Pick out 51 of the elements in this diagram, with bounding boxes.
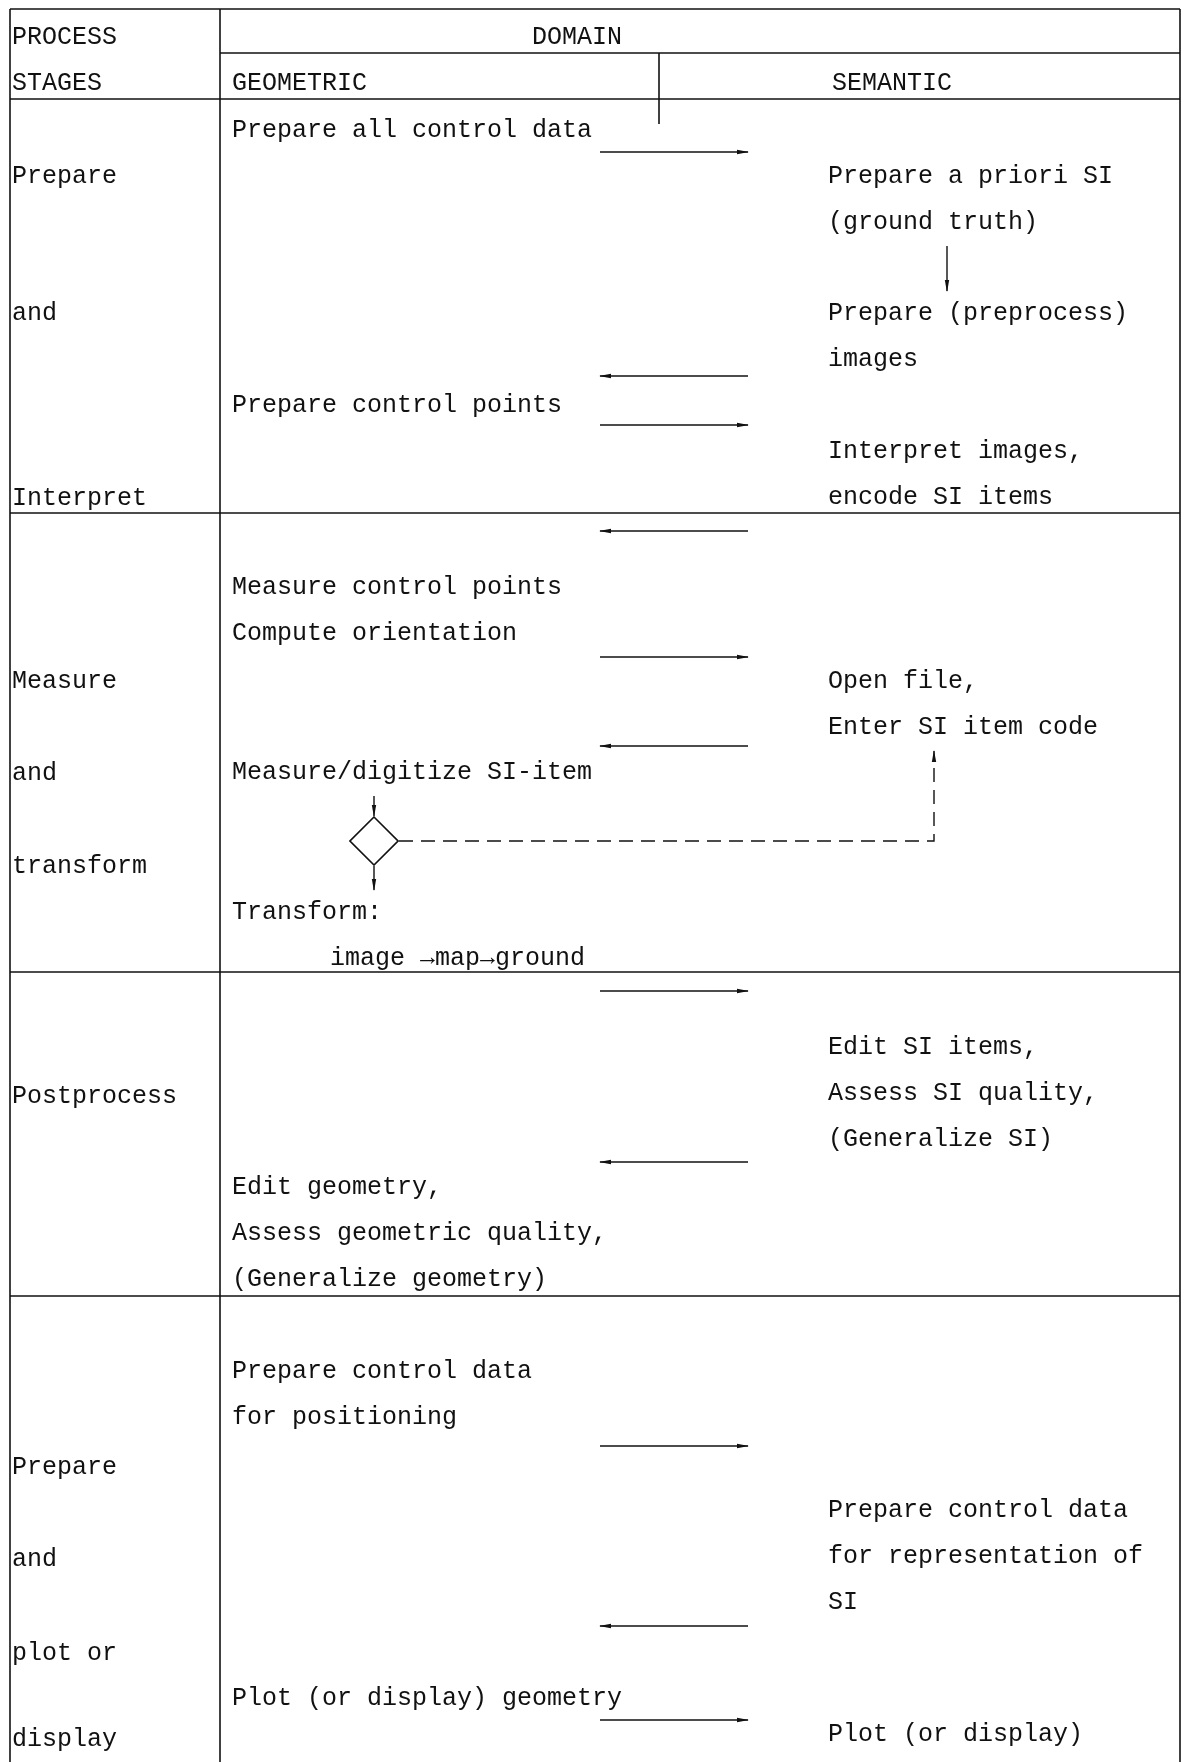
step-text: Prepare control data for representation of SI bbox=[828, 1488, 1178, 1626]
arrow bbox=[599, 743, 749, 749]
step-text: Plot (or display) bbox=[828, 1712, 1084, 1758]
column-header: GEOMETRIC bbox=[232, 68, 368, 100]
dashed-arrow bbox=[398, 750, 937, 842]
step-text: Assess geometric quality, bbox=[232, 1218, 608, 1250]
step-text: Edit SI items, bbox=[828, 1032, 1040, 1064]
step-text: Prepare (preprocess) images bbox=[828, 291, 1133, 383]
step-text: Open file, bbox=[828, 666, 980, 698]
arrow bbox=[599, 1159, 749, 1165]
step-text: (Generalize geometry) bbox=[232, 1264, 549, 1296]
stage-label: Prepare bbox=[12, 1452, 118, 1484]
arrow bbox=[599, 1443, 749, 1449]
arrow bbox=[371, 865, 377, 891]
step-text: Measure control points Compute orientation bbox=[232, 565, 567, 657]
arrow bbox=[599, 988, 749, 994]
arrow bbox=[599, 149, 749, 155]
step-text: Assess SI quality, bbox=[828, 1078, 1099, 1110]
stage-label: Postprocess bbox=[12, 1081, 178, 1113]
arrow bbox=[944, 245, 950, 292]
stage-label: and bbox=[12, 298, 57, 330]
step-text: Prepare all control data bbox=[232, 108, 593, 154]
step-text: Prepare control points bbox=[232, 383, 563, 429]
step-text: Prepare control data for positioning bbox=[232, 1349, 537, 1441]
step-text: (Generalize SI) bbox=[828, 1124, 1055, 1156]
step-text: Measure/digitize SI-item bbox=[232, 750, 593, 796]
stage-label: and bbox=[12, 758, 57, 790]
column-header: PROCESS STAGES bbox=[12, 22, 119, 100]
step-text: Enter SI item code bbox=[828, 712, 1099, 744]
arrow bbox=[599, 373, 749, 379]
stage-label: and bbox=[12, 1544, 57, 1576]
step-text: Plot (or display) geometry bbox=[232, 1676, 623, 1722]
column-header: SEMANTIC bbox=[832, 68, 953, 100]
arrow bbox=[599, 654, 749, 660]
step-text: image →map→ground bbox=[330, 943, 586, 975]
stage-label: Measure bbox=[12, 666, 118, 698]
step-text: Transform: bbox=[232, 897, 384, 929]
stage-label: Prepare bbox=[12, 161, 118, 193]
arrow bbox=[599, 422, 749, 428]
step-text: Edit geometry, bbox=[232, 1172, 444, 1204]
step-text: Prepare a priori SI (ground truth) bbox=[828, 154, 1133, 246]
stage-label: Interpret bbox=[12, 483, 148, 515]
stage-label: transform bbox=[12, 851, 148, 883]
stage-label: display bbox=[12, 1724, 118, 1756]
stage-label: plot or bbox=[12, 1638, 118, 1670]
step-text: Interpret images, encode SI items bbox=[828, 429, 1103, 521]
arrow bbox=[599, 1717, 749, 1723]
arrow bbox=[599, 528, 749, 534]
arrow bbox=[599, 1623, 749, 1629]
column-header: DOMAIN bbox=[532, 22, 622, 54]
arrow bbox=[371, 795, 377, 817]
